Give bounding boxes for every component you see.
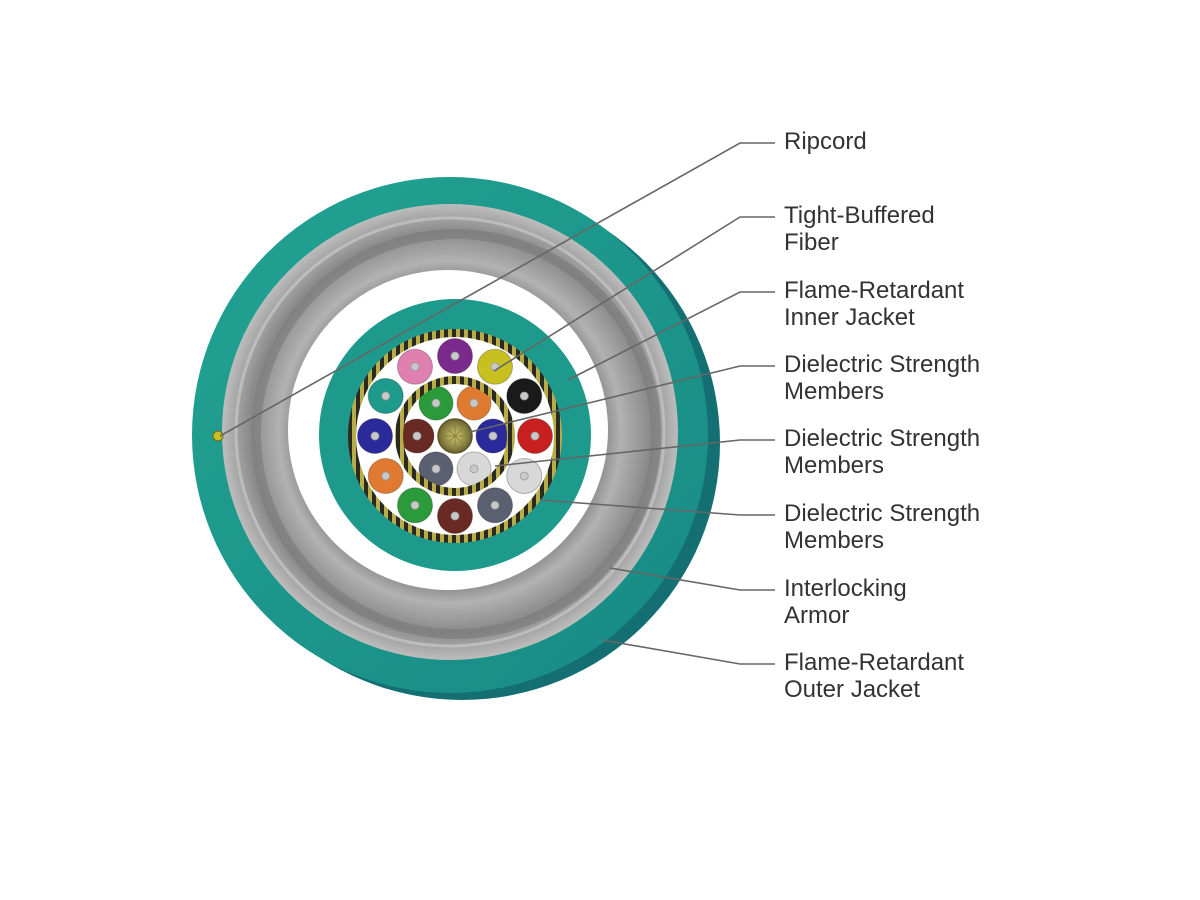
label-tight-buffered-fiber-line2: Fiber	[784, 229, 839, 256]
leader-line-interlocking-armor	[609, 567, 775, 591]
label-interlocking-armor: Interlocking Armor	[784, 575, 913, 629]
inner-ring-fiber	[475, 418, 511, 454]
outer-ring-fiber	[517, 418, 553, 454]
leader-lines	[219, 142, 775, 665]
label-outer-jacket: Flame-Retardant Outer Jacket	[784, 649, 971, 703]
outer-ring-fiber	[367, 378, 404, 414]
outer-ring-fiber	[367, 458, 404, 494]
outer-ring-fiber	[397, 487, 433, 524]
leader-line-strength-members-3	[539, 499, 775, 516]
outer-ring-fiber	[506, 378, 543, 414]
label-strength-members-3-line2: Members	[784, 527, 884, 554]
label-inner-jacket-line1: Flame-Retardant	[784, 277, 964, 304]
labels: Ripcord Tight-Buffered Fiber Flame-Retar…	[784, 128, 987, 703]
label-tight-buffered-fiber: Tight-Buffered Fiber	[784, 202, 941, 256]
outer-ring-fiber	[437, 338, 473, 374]
label-strength-members-1: Dielectric Strength Members	[784, 351, 987, 405]
outer-ring-fiber	[477, 487, 513, 524]
label-strength-members-1-line2: Members	[784, 378, 884, 405]
inner-ring-fiber	[456, 451, 492, 487]
label-ripcord-line1: Ripcord	[784, 128, 867, 155]
inner-ring-fiber	[418, 451, 454, 487]
leader-line-ripcord	[219, 142, 775, 437]
inner-ring-fiber	[418, 385, 454, 421]
middle-strength-member-ring	[395, 376, 515, 496]
leader-line-tight-buffered-fiber	[493, 216, 775, 372]
label-outer-jacket-line1: Flame-Retardant	[784, 649, 964, 676]
label-strength-members-3: Dielectric Strength Members	[784, 500, 987, 554]
leader-line-strength-members-2	[494, 439, 775, 467]
label-interlocking-armor-line1: Interlocking	[784, 575, 907, 602]
outer-ring-fiber	[357, 418, 393, 454]
outer-ring-fiber	[397, 348, 433, 385]
label-strength-members-3-line1: Dielectric Strength	[784, 500, 980, 527]
inner-ring-fiber	[456, 385, 492, 421]
leader-line-strength-members-1	[469, 365, 775, 433]
label-strength-members-2-line2: Members	[784, 452, 884, 479]
central-strength-member	[437, 418, 473, 454]
label-ripcord: Ripcord	[784, 128, 867, 155]
label-strength-members-1-line1: Dielectric Strength	[784, 351, 980, 378]
label-inner-jacket-line2: Inner Jacket	[784, 304, 915, 331]
label-interlocking-armor-line2: Armor	[784, 602, 849, 629]
outer-ring-fiber	[506, 458, 543, 494]
leader-line-outer-jacket	[601, 639, 775, 665]
label-strength-members-2: Dielectric Strength Members	[784, 425, 987, 479]
label-outer-jacket-line2: Outer Jacket	[784, 676, 920, 703]
outer-ring-fiber	[477, 348, 513, 385]
ripcord	[212, 430, 224, 442]
label-tight-buffered-fiber-line1: Tight-Buffered	[784, 202, 935, 229]
label-inner-jacket: Flame-Retardant Inner Jacket	[784, 277, 971, 331]
inner-ring-fiber	[399, 418, 435, 454]
tight-buffered-fibers	[357, 338, 553, 534]
outer-ring-fiber	[437, 498, 473, 534]
label-strength-members-2-line1: Dielectric Strength	[784, 425, 980, 452]
leader-line-inner-jacket	[567, 291, 775, 381]
